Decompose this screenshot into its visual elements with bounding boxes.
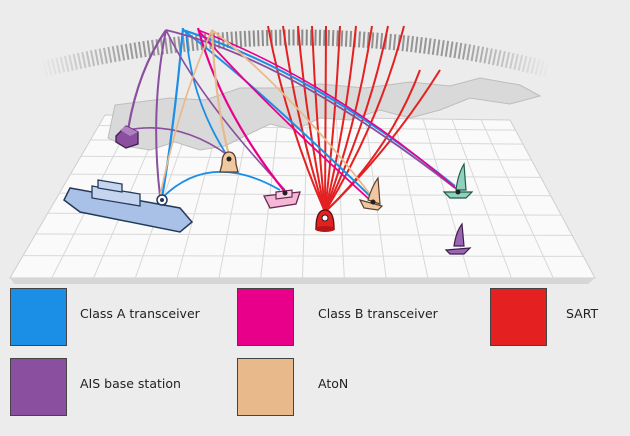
class-b-boat-icon [263, 189, 301, 209]
legend-label-base-station: AIS base station [80, 376, 181, 391]
aton-swatch [237, 358, 294, 416]
ais-scene [9, 25, 596, 284]
ais-base-station-icon [115, 125, 139, 149]
legend-label-sart: SART [566, 306, 599, 321]
sailboat-icon [444, 222, 472, 255]
legend-label-aton: AtoN [318, 376, 349, 391]
sart-swatch [490, 288, 547, 346]
legend-label-class-a: Class A transceiver [80, 306, 200, 321]
sailboat-icon [358, 176, 384, 211]
sailboat-icon [442, 162, 474, 199]
class-a-ship-icon [63, 179, 194, 233]
class-a-swatch [10, 288, 67, 346]
legend-label-class-b: Class B transceiver [318, 306, 438, 321]
sart-beacon-icon [315, 209, 335, 232]
ais-radio-links [126, 25, 459, 213]
base-station-swatch [10, 358, 67, 416]
class-b-swatch [237, 288, 294, 346]
aton-buoy-icon [219, 151, 239, 173]
satellite-arc [38, 29, 553, 78]
